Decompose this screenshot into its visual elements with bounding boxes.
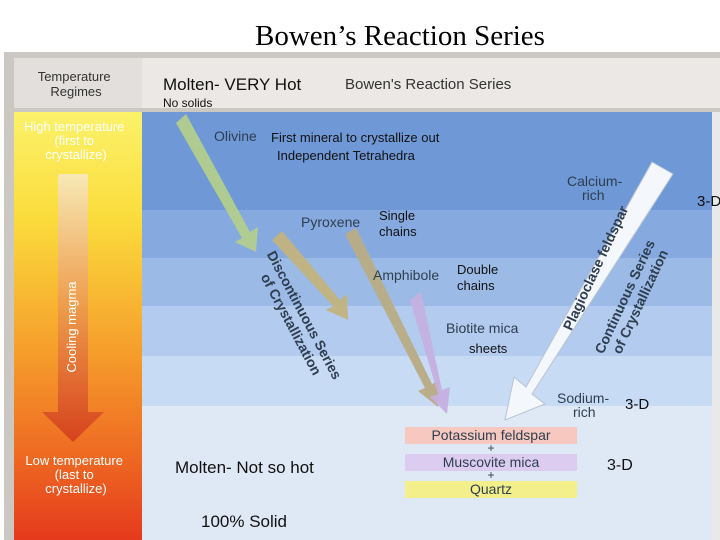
sodium-rich-label: Sodium- rich <box>557 390 613 420</box>
diagram-title: Bowen's Reaction Series <box>345 76 511 93</box>
olivine-arrow <box>176 114 258 252</box>
biotite-arrow <box>410 292 450 414</box>
right-edge <box>712 112 720 540</box>
band-amphibole <box>142 258 720 306</box>
high-temperature-line-3: crystallize) <box>45 147 106 162</box>
molten-very-hot-label: Molten- VERY Hot <box>163 75 302 94</box>
calcium-rich-line-1: Calcium- <box>567 173 623 189</box>
double-chains-line-1: Double <box>457 262 499 277</box>
calcium-rich-label: Calcium- rich <box>567 173 626 203</box>
independent-tetrahedra-label: Independent Tetrahedra <box>277 148 415 163</box>
sodium-rich-line-1: Sodium- <box>557 390 609 406</box>
header-left-panel <box>14 58 142 108</box>
amphibole-arrow <box>345 228 440 407</box>
plus-1: + <box>487 441 494 455</box>
single-chains-line-2: chains <box>379 224 417 240</box>
high-temperature-label: High temperature (first to crystallize) <box>24 119 128 162</box>
band-olivine <box>142 112 720 210</box>
bowen-diagram: Temperature Regimes Bowen's Reaction Ser… <box>0 52 720 540</box>
temperature-regimes-line-1: Temperature <box>38 69 111 84</box>
low-temperature-line-3: crystallize) <box>45 481 106 496</box>
muscovite-mica-box <box>405 454 577 471</box>
low-temperature-line-1: Low temperature <box>25 453 123 468</box>
cooling-magma-label: Cooling magma <box>64 281 79 373</box>
high-temperature-line-2: (first to <box>54 133 94 148</box>
low-temperature-label: Low temperature (last to crystallize) <box>25 453 126 496</box>
temperature-regimes-line-2: Regimes <box>50 84 102 99</box>
potassium-feldspar-label: Potassium feldspar <box>431 427 550 443</box>
three-d-sodium-label: 3-D <box>625 396 650 413</box>
muscovite-mica-label: Muscovite mica <box>443 454 540 470</box>
temperature-regimes-label: Temperature Regimes <box>38 69 115 99</box>
high-temperature-line-1: High temperature <box>24 119 124 134</box>
quartz-box <box>405 481 577 498</box>
three-d-final-label: 3-D <box>607 457 633 474</box>
header-title-panel <box>142 58 720 108</box>
first-mineral-label: First mineral to crystallize out <box>271 130 440 145</box>
solid-100-label: 100% Solid <box>201 512 288 531</box>
left-column <box>4 112 14 540</box>
cooling-magma-arrow <box>42 174 104 442</box>
sodium-rich-line-2: rich <box>573 404 596 420</box>
amphibole-label: Amphibole <box>373 267 439 283</box>
pyroxene-arrow <box>272 231 348 320</box>
double-chains-label: Double chains <box>457 262 498 295</box>
single-chains-line-1: Single <box>379 208 416 223</box>
single-chains-label: Single chains <box>379 208 417 241</box>
molten-not-so-hot-label: Molten- Not so hot <box>175 458 314 477</box>
low-temperature-line-2: (last to <box>55 467 94 482</box>
sheets-label: sheets <box>469 341 508 356</box>
plagioclase-arrow <box>504 161 674 421</box>
pyroxene-label: Pyroxene <box>301 214 360 230</box>
double-chains-line-2: chains <box>457 278 495 294</box>
biotite-label: Biotite mica <box>446 320 519 336</box>
potassium-feldspar-box <box>405 427 577 444</box>
calcium-rich-line-2: rich <box>582 187 605 203</box>
three-d-top-label: 3-D <box>697 193 720 210</box>
plus-2: + <box>487 468 494 482</box>
quartz-label: Quartz <box>470 481 512 497</box>
slide-title: Bowen’s Reaction Series <box>255 20 545 52</box>
no-solids-label: No solids <box>163 96 213 110</box>
olivine-label: Olivine <box>214 128 257 144</box>
